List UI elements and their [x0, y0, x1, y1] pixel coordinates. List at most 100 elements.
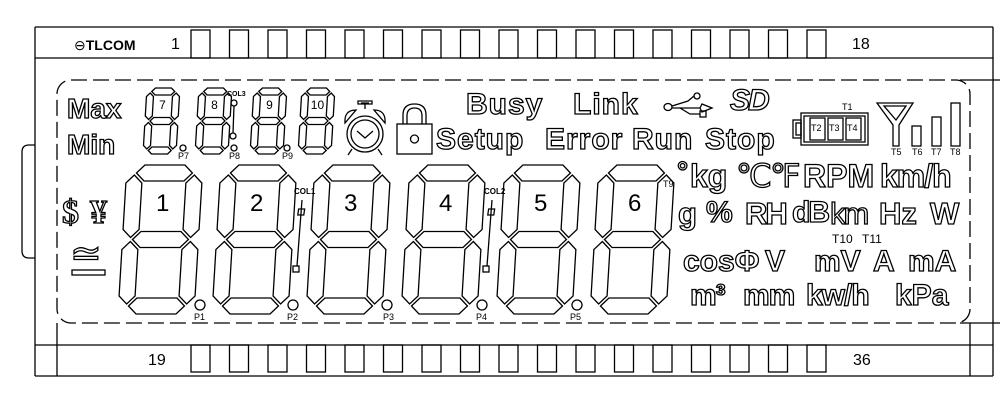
top-pin: [498, 29, 519, 59]
bottom-pin: [652, 344, 673, 373]
segment-g: [201, 116, 226, 126]
colon-label-col3: COL3: [227, 91, 246, 98]
segment-b: [654, 174, 675, 239]
logo: ⊖TLCOM: [74, 37, 136, 53]
segment-c: [272, 240, 293, 305]
yuan-symbol: ¥: [89, 194, 107, 231]
pin-row: [190, 29, 827, 373]
small-digit-8: 8: [194, 87, 233, 155]
segment-f: [251, 92, 262, 121]
signal-label-t6: T6: [912, 147, 923, 157]
point-label-p4: P4: [476, 312, 488, 322]
point-label-p1: P1: [194, 312, 206, 322]
unit-mm: mm: [742, 279, 796, 312]
segment-b: [222, 92, 233, 121]
small-digit-7: 7: [142, 87, 181, 155]
segment-e: [142, 121, 153, 150]
segment-g: [304, 116, 329, 126]
run-indicator: Run: [631, 123, 694, 156]
decimal-point: [179, 144, 187, 152]
busy-indicator: Busy: [465, 88, 544, 121]
segment-c: [168, 121, 179, 150]
segment-b: [277, 92, 288, 121]
decimal-point: [381, 299, 393, 311]
pin-label-1: 1: [171, 36, 180, 53]
unit-celsius: ℃: [735, 158, 772, 194]
segment-f: [196, 92, 207, 121]
colon-square: [292, 265, 300, 273]
point-label-p3: P3: [383, 312, 395, 322]
decimal-point: [283, 144, 291, 152]
bottom-pin: [228, 344, 250, 373]
decimal-point: [287, 299, 299, 311]
colon-link: [296, 199, 303, 267]
bottom-pin: [690, 344, 712, 373]
segment-f: [594, 174, 615, 239]
segment-e: [118, 240, 139, 305]
big-digit-6: 6: [590, 164, 675, 315]
unit-rh: RH: [744, 196, 788, 231]
segment-b: [325, 92, 336, 121]
top-pin: [344, 29, 365, 59]
link-indicator: Link: [572, 88, 639, 121]
unit-ma: mA: [907, 245, 957, 278]
point-label-p7: P7: [178, 151, 190, 161]
big-digit-1: 1: [118, 164, 203, 315]
segment-d: [599, 297, 658, 315]
segment-c: [650, 240, 671, 305]
top-pin: [575, 29, 596, 59]
max-indicator: Max: [66, 93, 122, 124]
point-label-p2: P2: [287, 312, 299, 322]
segment-a: [305, 87, 331, 96]
segment-f: [122, 174, 143, 239]
digit-number-label: 9: [266, 98, 273, 112]
top-pin: [267, 29, 288, 59]
segment-b: [370, 174, 391, 239]
segment-e: [249, 121, 260, 150]
bottom-pin: [575, 344, 596, 373]
segment-c: [178, 240, 199, 305]
segment-d: [505, 297, 564, 315]
bottom-pin: [267, 344, 288, 373]
digit-number-label: 2: [250, 190, 263, 217]
battery-bar-t4: [845, 117, 862, 141]
segment-f: [144, 92, 155, 121]
lock-icon: [396, 103, 433, 155]
segment-d: [254, 146, 280, 155]
approx-symbol: ≃: [69, 233, 102, 275]
top-pin: [459, 29, 481, 59]
unit-rpm: RPM: [802, 158, 875, 194]
segment-c: [275, 121, 286, 150]
pin-label-18: 18: [852, 36, 870, 53]
segment-d: [315, 297, 374, 315]
colon-square: [482, 265, 490, 273]
colon-dot: [230, 99, 238, 107]
signal-label-t8: T8: [950, 147, 961, 157]
small-digit-10: 10: [297, 87, 336, 155]
dollar-symbol: $: [61, 194, 79, 231]
alarm-clock-icon: [344, 100, 386, 156]
bottom-pin: [190, 344, 211, 373]
segment-g: [509, 230, 568, 249]
setup-indicator: Setup: [435, 123, 525, 156]
top-pin: [806, 29, 827, 59]
unit-v: V: [764, 245, 786, 278]
big-digit-3: 3: [306, 164, 391, 315]
segment-g: [149, 116, 174, 126]
digit-number-label: 6: [628, 190, 641, 217]
side-tab: [21, 144, 35, 259]
usb-icon: [663, 92, 714, 118]
digit-number-label: 8: [211, 98, 218, 112]
segment-e: [297, 121, 308, 150]
segment-g: [131, 230, 190, 249]
segment-a: [150, 87, 176, 96]
unit-w: W: [929, 196, 960, 231]
colon-link: [232, 105, 235, 134]
segment-e: [496, 240, 517, 305]
big-digit-2: 2: [212, 164, 297, 315]
unit-kg: kg: [689, 158, 728, 194]
bottom-pin: [613, 344, 635, 373]
bottom-pin: [344, 344, 365, 373]
top-pin: [613, 29, 635, 59]
